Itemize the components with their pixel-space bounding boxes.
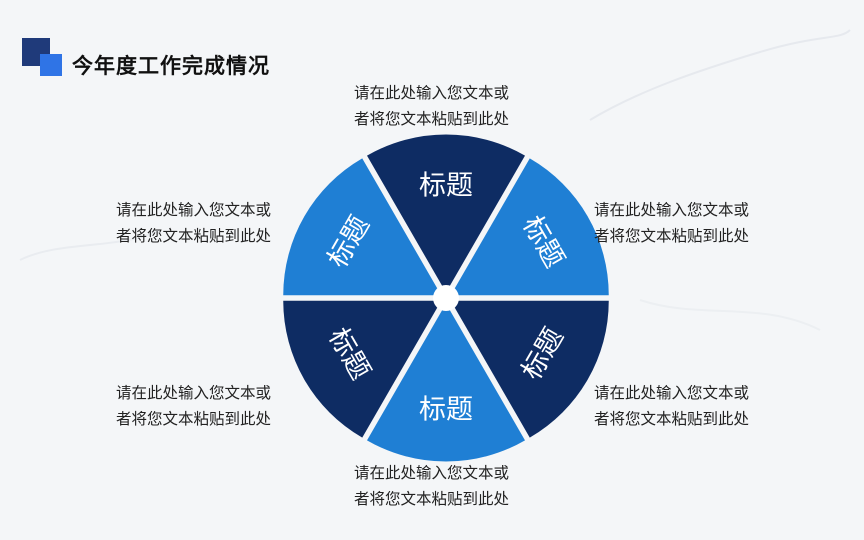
wheel-segment (283, 158, 442, 296)
note-upper-right: 请在此处输入您文本或 者将您文本粘贴到此处 (594, 197, 794, 249)
note-line: 请在此处输入您文本或 (594, 201, 750, 219)
note-line: 请在此处输入您文本或 (354, 84, 510, 102)
note-line: 请在此处输入您文本或 (116, 201, 272, 219)
wheel-segment-label: 标题 (419, 171, 473, 202)
note-top: 请在此处输入您文本或 者将您文本粘贴到此处 (354, 80, 554, 132)
decor-square-light (40, 54, 62, 76)
note-line: 者将您文本粘贴到此处 (116, 227, 272, 245)
wheel-segment (450, 158, 609, 296)
wheel-segment (367, 134, 525, 293)
note-bottom: 请在此处输入您文本或 者将您文本粘贴到此处 (354, 460, 554, 512)
title-decoration-squares (22, 38, 66, 78)
note-line: 者将您文本粘贴到此处 (594, 227, 750, 245)
wheel-segment (367, 303, 525, 462)
note-line: 者将您文本粘贴到此处 (594, 410, 750, 428)
note-line: 者将您文本粘贴到此处 (116, 410, 272, 428)
note-line: 者将您文本粘贴到此处 (354, 110, 510, 128)
note-upper-left: 请在此处输入您文本或 者将您文本粘贴到此处 (116, 197, 316, 249)
wheel-hub (433, 285, 459, 311)
note-lower-left: 请在此处输入您文本或 者将您文本粘贴到此处 (116, 380, 316, 432)
note-line: 者将您文本粘贴到此处 (354, 490, 510, 508)
note-line: 请在此处输入您文本或 (594, 384, 750, 402)
note-line: 请在此处输入您文本或 (354, 464, 510, 482)
wheel-segment (450, 300, 609, 438)
wheel-segment-label: 标题 (419, 395, 473, 426)
note-lower-right: 请在此处输入您文本或 者将您文本粘贴到此处 (594, 380, 794, 432)
note-line: 请在此处输入您文本或 (116, 384, 272, 402)
wheel-segment (283, 300, 442, 438)
page-title: 今年度工作完成情况 (72, 54, 270, 78)
